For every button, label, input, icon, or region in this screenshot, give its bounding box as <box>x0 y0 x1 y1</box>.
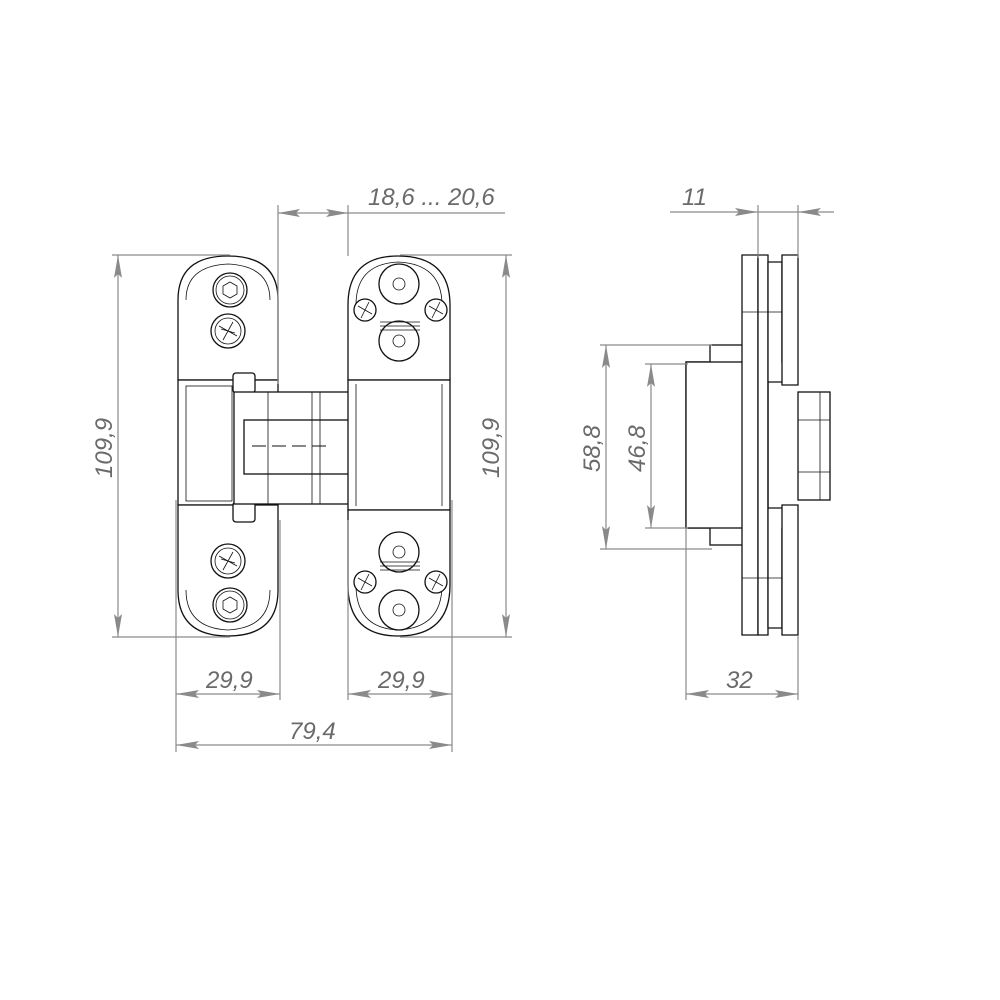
right-body <box>347 255 451 637</box>
hex-screw-icon <box>212 272 248 308</box>
dim-side-thickness: 11 <box>682 184 707 211</box>
dim-width-left-plate: 29,9 <box>205 667 253 694</box>
dim-gap-range: 18,6 ... 20,6 <box>368 184 495 211</box>
dim-height-left: 109,9 <box>91 418 118 478</box>
phillips-screw-icon <box>210 543 246 579</box>
phillips-screw-icon <box>353 298 448 594</box>
dim-side-outer-height: 58,8 <box>579 425 606 472</box>
dim-side-depth: 32 <box>726 667 753 694</box>
dim-width-right-plate: 29,9 <box>377 667 425 694</box>
phillips-screw-icon <box>210 313 246 349</box>
side-view <box>685 254 831 636</box>
dim-height-right: 109,9 <box>478 418 505 478</box>
dim-side-inner-height: 46,8 <box>624 425 651 472</box>
adjust-screw-icon <box>378 263 420 631</box>
dim-overall-width: 79,4 <box>289 718 336 745</box>
hex-screw-icon <box>212 587 248 623</box>
dimension-lines <box>112 205 834 752</box>
left-plate <box>177 255 279 637</box>
